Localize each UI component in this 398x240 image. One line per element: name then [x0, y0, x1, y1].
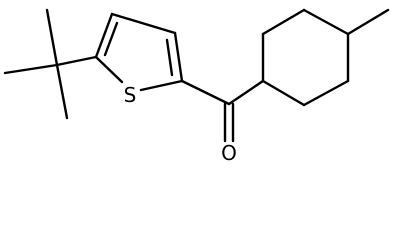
bonds: [3, 8, 390, 143]
bond-tbutyl-to-ring: [55, 55, 98, 67]
bond-c4-c3: [110, 12, 177, 35]
bond-cy4-methyl: [346, 8, 390, 36]
molecule-drawing: S O: [3, 8, 390, 165]
bond-cy2-cy3: [261, 8, 306, 36]
sulfur-atom-label: S: [124, 83, 137, 107]
bond-cy3-cy4: [302, 8, 350, 36]
bond-cy5-cy6: [302, 79, 350, 107]
bond-c3-c2: [173, 31, 184, 83]
bond-carbonyl-cyclohexyl: [227, 79, 265, 106]
bond-c5-c4-inner: [103, 21, 119, 57]
bond-c3-c2-inner: [165, 38, 174, 77]
bond-tbutyl-methyl-top: [45, 8, 59, 67]
bond-c2-carbonyl: [180, 79, 231, 106]
oxygen-atom-label: O: [221, 141, 237, 165]
bond-c2-s: [139, 79, 184, 92]
structure-canvas: S O: [3, 8, 390, 165]
bond-s-c5: [94, 55, 124, 84]
bond-cy6-cy1: [261, 79, 306, 107]
bond-c5-c4: [94, 12, 114, 59]
atom-labels: S O: [124, 83, 237, 165]
bond-tbutyl-methyl-left: [3, 63, 59, 75]
bond-tbutyl-methyl-bottom: [55, 63, 69, 120]
